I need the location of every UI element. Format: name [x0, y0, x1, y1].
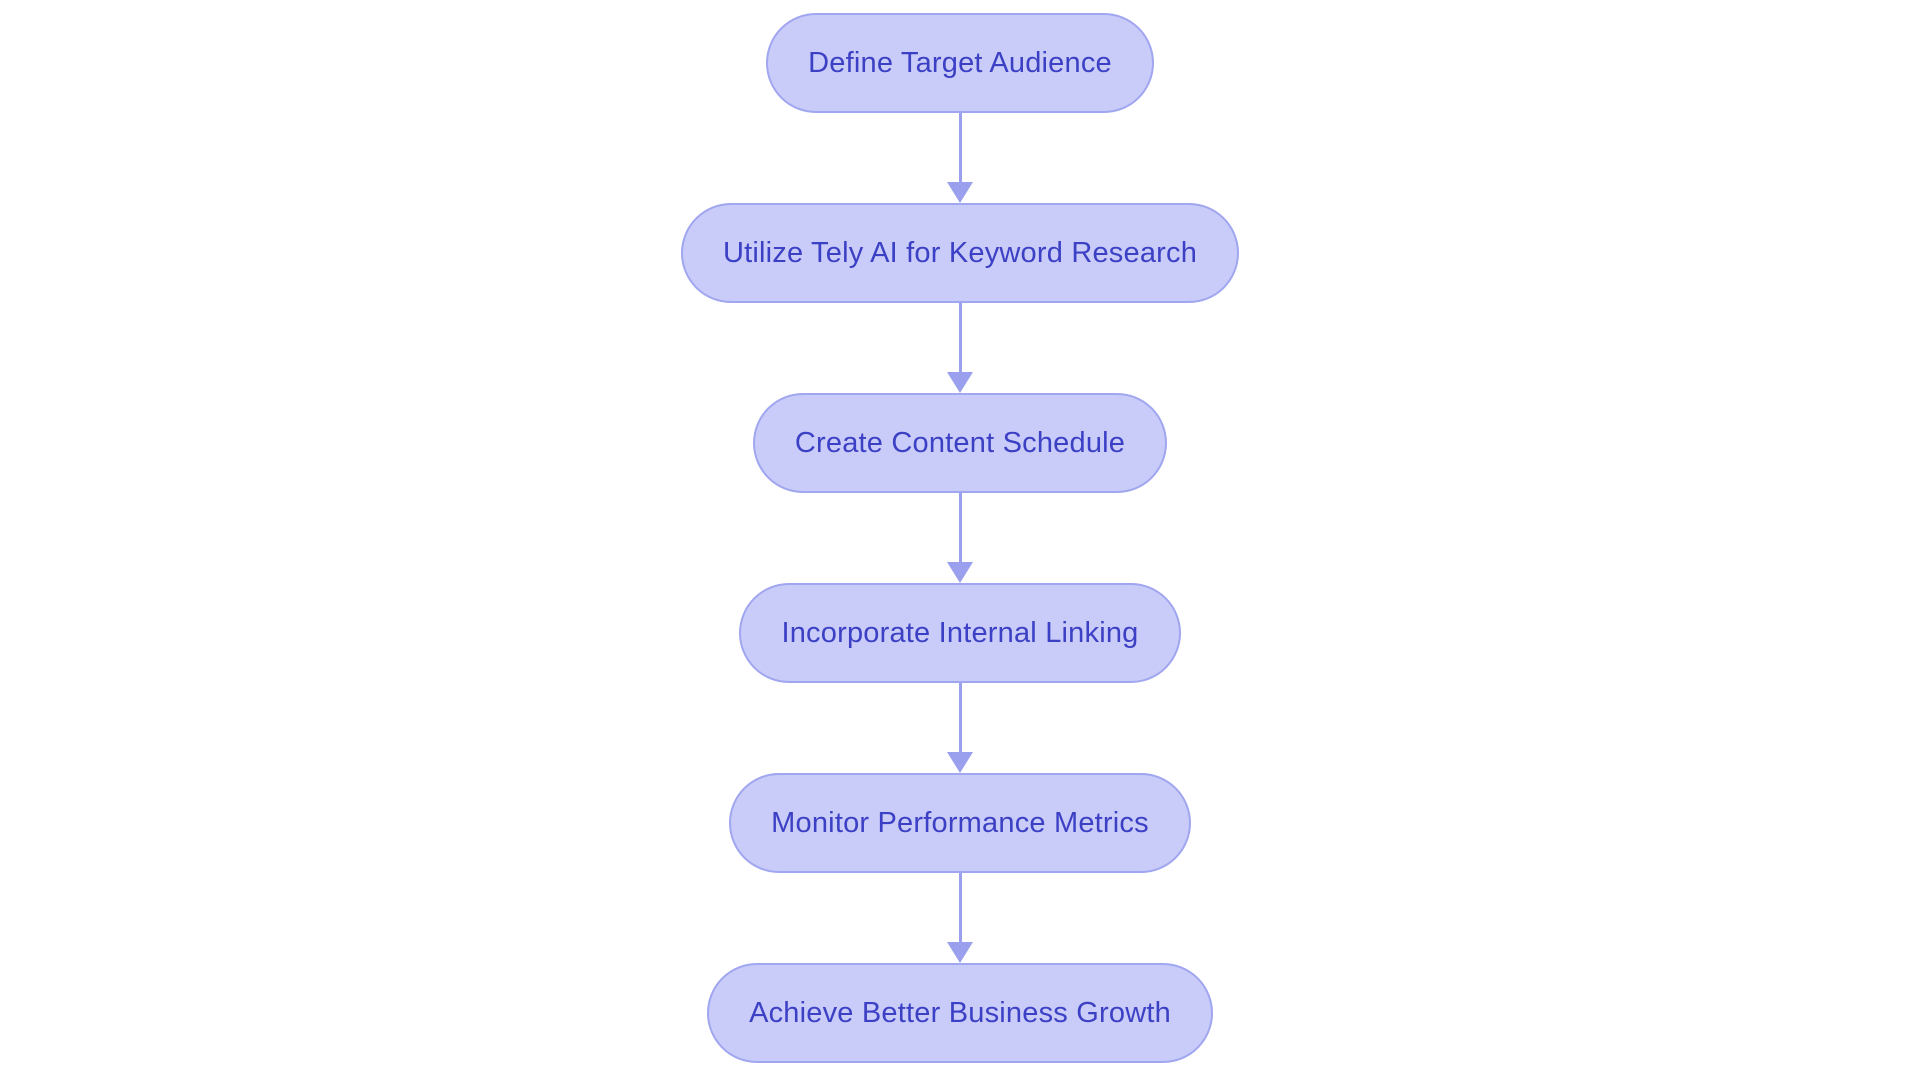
flow-node-create-content-schedule: Create Content Schedule [752, 393, 1168, 493]
flow-node-incorporate-internal-linking: Incorporate Internal Linking [739, 583, 1181, 683]
flow-node-utilize-tely-ai: Utilize Tely AI for Keyword Research [680, 203, 1240, 303]
arrowhead-down-icon [947, 752, 973, 773]
flow-arrow [947, 873, 973, 963]
flow-arrow [947, 493, 973, 583]
arrowhead-down-icon [947, 942, 973, 963]
flow-node-label: Utilize Tely AI for Keyword Research [722, 236, 1198, 269]
flow-node-define-target-audience: Define Target Audience [766, 13, 1154, 113]
flow-node-label: Define Target Audience [808, 46, 1112, 79]
arrow-stem [958, 113, 962, 182]
arrowhead-down-icon [947, 372, 973, 393]
arrow-stem [958, 493, 962, 562]
arrowhead-down-icon [947, 562, 973, 583]
flow-arrow [947, 303, 973, 393]
arrow-stem [958, 303, 962, 372]
flow-node-monitor-performance-metrics: Monitor Performance Metrics [729, 773, 1191, 873]
flow-arrow [947, 683, 973, 773]
flow-node-label: Achieve Better Business Growth [749, 996, 1171, 1029]
flow-node-achieve-better-business-growth: Achieve Better Business Growth [707, 963, 1213, 1063]
flow-arrow [947, 113, 973, 203]
flow-node-label: Incorporate Internal Linking [781, 616, 1139, 649]
flow-node-label: Create Content Schedule [794, 426, 1126, 459]
arrow-stem [958, 873, 962, 942]
arrow-stem [958, 683, 962, 752]
arrowhead-down-icon [947, 182, 973, 203]
flow-node-label: Monitor Performance Metrics [771, 806, 1149, 839]
